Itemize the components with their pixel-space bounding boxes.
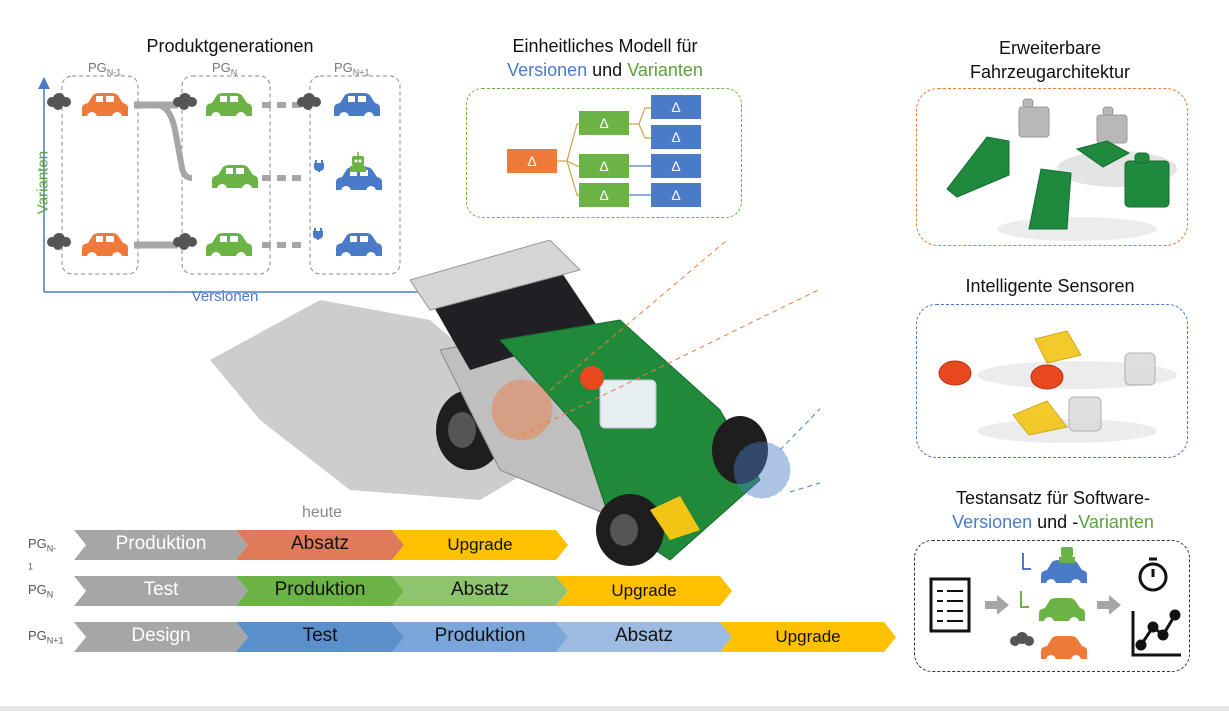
- sensor-bricks-image: [938, 330, 1177, 443]
- testing-diagram: [929, 547, 1181, 665]
- product-generations-panel: PGN-1 PGN PGN+1 Varianten Versionen: [30, 60, 440, 310]
- delta-green-node: Δ: [579, 183, 629, 207]
- stage-label: Produktion: [274, 579, 366, 600]
- column-label-pg-n+1: PGN+1: [334, 60, 370, 78]
- stage-chevron: [74, 622, 248, 652]
- stage-chevron: [236, 622, 404, 652]
- unified-model-box: Δ Δ Δ Δ Δ Δ Δ Δ: [466, 88, 742, 218]
- sensors-box: [916, 304, 1188, 458]
- lego-car-image: [210, 240, 820, 566]
- stage-chevron: [720, 622, 896, 652]
- timeline-row-label: PGN-1: [28, 536, 57, 572]
- stage-label: Upgrade: [611, 581, 677, 600]
- arrow-right-icon: [1097, 595, 1121, 615]
- stage-label: Produktion: [434, 625, 526, 646]
- delta-blue-node: Δ: [651, 154, 701, 178]
- timeline-row-label: PGN+1: [28, 628, 64, 646]
- stage-chevron: [556, 622, 732, 652]
- robot-icon: [1059, 547, 1075, 563]
- stage-chevron: [392, 622, 568, 652]
- stage-label: Upgrade: [447, 535, 513, 554]
- lego-bricks-image: [946, 98, 1177, 241]
- stage-label: Design: [131, 625, 191, 646]
- delta-root-node: Δ: [507, 149, 557, 173]
- timeline-row-label: PGN: [28, 582, 54, 600]
- stopwatch-icon: [1138, 557, 1168, 592]
- stage-label: Test: [302, 625, 338, 646]
- plug-icon: [1020, 591, 1029, 608]
- delta-blue-node: Δ: [651, 183, 701, 207]
- line-chart-icon: [1131, 609, 1181, 657]
- stage-label: Upgrade: [775, 627, 841, 646]
- exhaust-cloud-icon: [1010, 632, 1034, 646]
- stage-label: Absatz: [614, 625, 674, 646]
- stage-label: Absatz: [290, 533, 350, 554]
- testing-title: Testansatz für Software- Versionen und -…: [952, 488, 1154, 532]
- product-generations-title: Produktgenerationen: [146, 36, 314, 56]
- stage-chevron: [556, 576, 732, 606]
- stage-chevron: [74, 576, 248, 606]
- testing-box: [914, 540, 1190, 672]
- architecture-title: Erweiterbare Fahrzeugarchitektur: [969, 38, 1131, 82]
- column-label-pg-n-1: PGN-1: [88, 60, 122, 78]
- plug-icon: [1022, 553, 1031, 570]
- arrow-right-icon: [985, 595, 1009, 615]
- stage-chevron: [392, 576, 568, 606]
- stage-chevron: [236, 576, 404, 606]
- product-generations-diagram: [38, 75, 433, 298]
- stage-chevron: [74, 530, 248, 560]
- x-axis-label: Versionen: [191, 288, 259, 305]
- unified-model-title: Einheitliches Modell für Versionen und V…: [507, 36, 703, 80]
- stage-chevron: [392, 530, 568, 560]
- architecture-box: [916, 88, 1188, 246]
- column-pg-n-1: [61, 75, 139, 275]
- checklist-icon: [929, 577, 971, 633]
- stage-chevron: [236, 530, 404, 560]
- delta-blue-node: Δ: [651, 125, 701, 149]
- today-label: heute: [301, 504, 343, 521]
- delta-blue-node: Δ: [651, 95, 701, 119]
- stage-label: Absatz: [450, 579, 510, 600]
- robot-icon: [350, 152, 366, 172]
- stage-label: Produktion: [115, 533, 207, 554]
- stage-label: Test: [143, 579, 179, 600]
- sensors-title: Intelligente Sensoren: [965, 276, 1135, 296]
- column-label-pg-n: PGN: [212, 60, 238, 78]
- bottom-divider: [0, 706, 1229, 711]
- delta-green-node: Δ: [579, 154, 629, 178]
- column-pg-n+1: [309, 75, 401, 275]
- delta-green-node: Δ: [579, 111, 629, 135]
